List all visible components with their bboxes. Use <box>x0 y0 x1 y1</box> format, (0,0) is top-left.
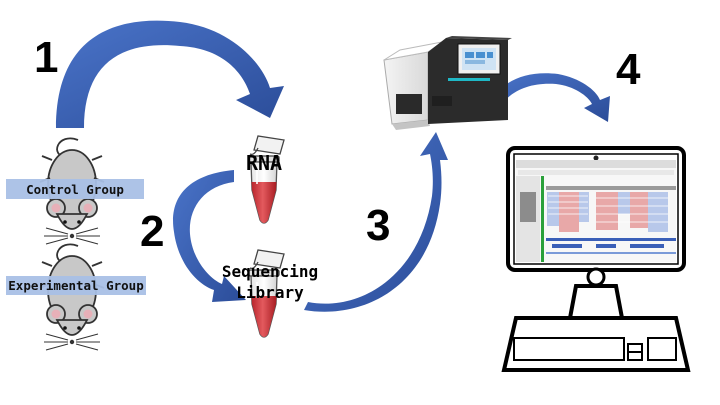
library-label-line1: Sequencing <box>222 262 318 281</box>
step-number-4: 4 <box>616 45 641 94</box>
experimental-group-band <box>6 276 146 295</box>
experimental-group-label: Experimental Group <box>8 278 143 293</box>
arrow-step-3 <box>304 132 448 312</box>
genome-browser-icon <box>516 160 676 262</box>
rna-label: RNA <box>246 151 282 175</box>
step-number-3: 3 <box>366 201 390 250</box>
control-group-label: Control Group <box>26 182 124 197</box>
control-group-band <box>6 179 144 199</box>
step-number-2: 2 <box>140 207 164 256</box>
sequencer-icon <box>383 36 512 130</box>
mouse-icon-experimental <box>39 243 105 351</box>
arrow-step-1 <box>56 20 284 128</box>
arrow-step-2 <box>173 170 246 302</box>
tube-icon-rna <box>248 135 285 224</box>
step-number-1: 1 <box>34 33 58 82</box>
library-label-line2: Library <box>236 283 304 302</box>
arrow-step-4 <box>488 73 610 122</box>
